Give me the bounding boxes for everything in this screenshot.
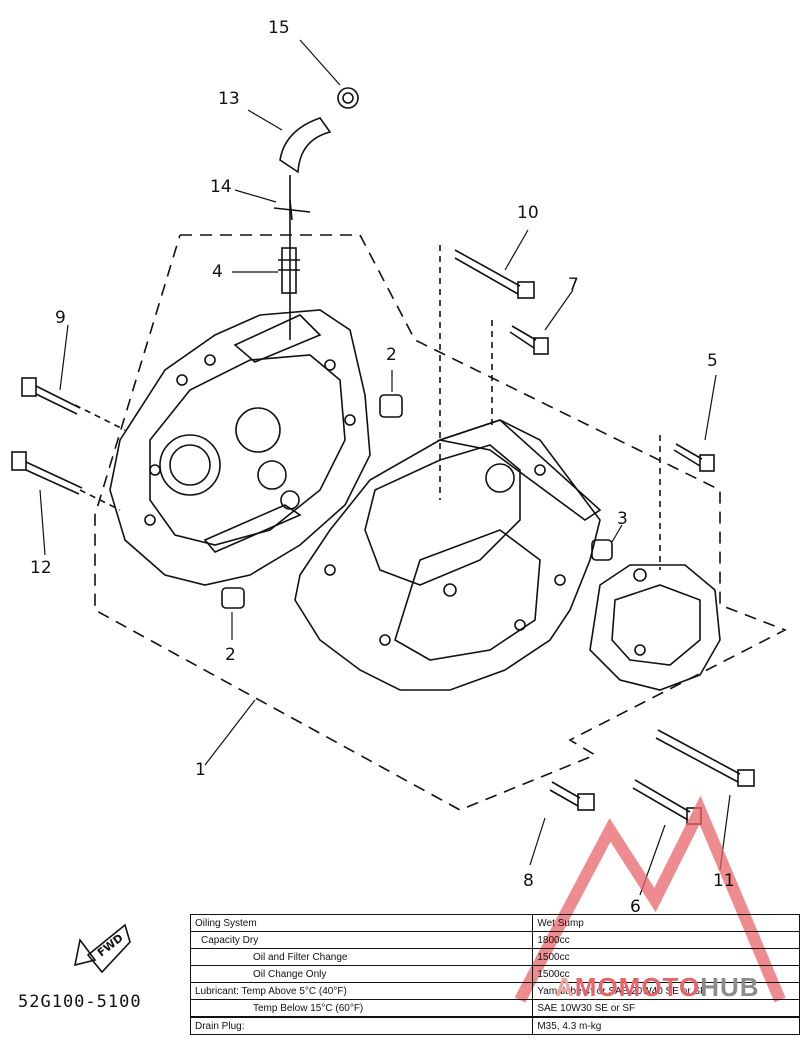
- spec-value: Yamalube 4* or SAE 20W40 SE or SF: [532, 982, 800, 1000]
- bolt-10: [454, 249, 535, 299]
- callout-2b: 2: [225, 645, 236, 665]
- leader-line-12: [79, 489, 121, 511]
- dowel-pin-3: [591, 539, 613, 561]
- fwd-arrow-icon: [86, 923, 131, 974]
- spec-label: Lubricant: Temp Above 5°C (40°F): [189, 982, 534, 1000]
- spec-row: Drain Plug:M35, 4.3 m-kg: [189, 1016, 800, 1035]
- fwd-label: FWD: [95, 931, 126, 959]
- watermark-pre: A: [555, 972, 575, 1002]
- spec-label: Drain Plug:: [189, 1016, 534, 1035]
- spec-label: Oil Change Only: [189, 965, 534, 983]
- dowel-pin-lower: [221, 587, 245, 609]
- callout-8: 8: [523, 871, 534, 891]
- spec-value: Wet Sump: [532, 914, 800, 932]
- spec-label: Temp Below 15°C (60°F): [189, 999, 534, 1018]
- callout-4: 4: [212, 262, 223, 282]
- right-crankcase-half: [294, 419, 602, 691]
- clip-14: [273, 199, 311, 221]
- spec-value: M35, 4.3 m-kg: [532, 1016, 800, 1035]
- watermark-mid: MOMOTO: [574, 972, 701, 1002]
- callout-15: 15: [268, 18, 290, 38]
- spec-value: 1800cc: [532, 931, 800, 949]
- callout-12: 12: [30, 558, 52, 578]
- bolt-8: [549, 781, 595, 811]
- hose-13: [279, 117, 332, 174]
- watermark-logo: AMOMOTOHUB: [555, 972, 760, 1003]
- spec-row: Lubricant: Temp Above 5°C (40°F)Yamalube…: [189, 982, 800, 1000]
- spec-label: Oil and Filter Change: [189, 948, 534, 966]
- callout-5: 5: [707, 351, 718, 371]
- left-crankcase-half: [109, 309, 371, 586]
- part-code: 52G100-5100: [18, 992, 142, 1012]
- bolt-12: [11, 451, 83, 495]
- callout-14: 14: [210, 177, 232, 197]
- watermark-triangle-icon: [514, 795, 786, 1003]
- spec-label: Oiling System: [189, 914, 534, 932]
- spec-value: 1500cc: [532, 948, 800, 966]
- callout-1: 1: [195, 760, 206, 780]
- callout-9: 9: [55, 308, 66, 328]
- callout-3: 3: [617, 509, 628, 529]
- bolt-5: [673, 443, 715, 472]
- callout-2: 2: [386, 345, 397, 365]
- bolt-9: [21, 377, 81, 415]
- spec-label: Capacity Dry: [189, 931, 534, 949]
- callout-10: 10: [517, 203, 539, 223]
- dowel-pin-upper: [379, 394, 403, 418]
- clamp-15: [337, 87, 359, 109]
- callout-11: 11: [713, 871, 735, 891]
- assembly-outline: [94, 234, 787, 811]
- watermark-hub: HUB: [700, 972, 760, 1002]
- callout-13: 13: [218, 89, 240, 109]
- side-cover: [589, 564, 721, 691]
- leader-line-9: [74, 404, 126, 431]
- bolt-7: [509, 325, 549, 355]
- bolt-11: [655, 729, 755, 787]
- breather-fitting-4: [278, 247, 300, 294]
- callout-7: 7: [568, 275, 579, 295]
- callout-6: 6: [630, 897, 641, 917]
